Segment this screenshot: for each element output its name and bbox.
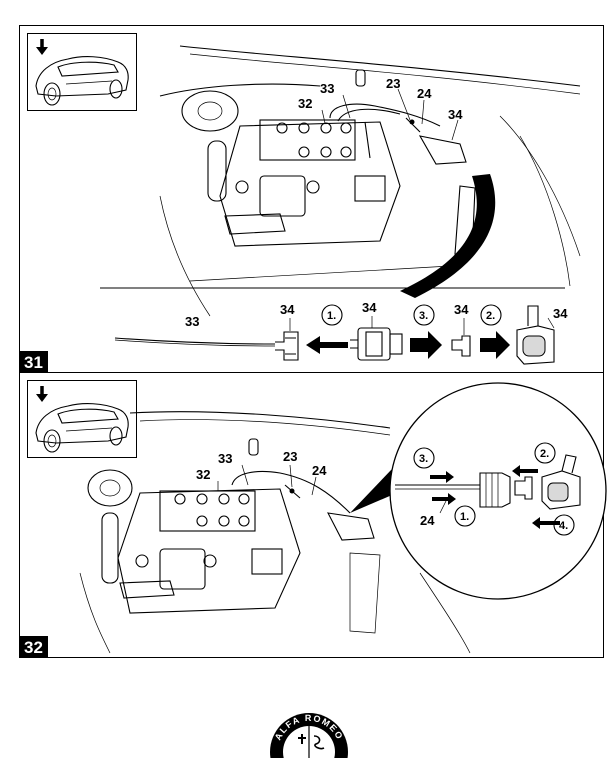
car-rear-view-icon: [35, 386, 129, 453]
zoom-step-marker-1: 1.: [460, 511, 469, 523]
detail-callout-33: 33: [185, 314, 199, 329]
step-number-badge: 32: [19, 636, 48, 658]
callout-32: 32: [298, 96, 312, 111]
callout-23: 23: [386, 76, 400, 91]
callout-33: 33: [218, 451, 232, 466]
step-marker-1: 1.: [327, 310, 336, 322]
detail-callout-34-connector: 34: [362, 300, 377, 315]
step-marker-2: 2.: [486, 310, 495, 322]
callout-24: 24: [417, 86, 432, 101]
figure-32-panel: 33 32 23 24 3. 2. 1. 4. 24 32: [19, 373, 607, 658]
detail-callout-34-wire-end: 34: [280, 302, 295, 317]
zoom-step-marker-2: 2.: [540, 448, 549, 460]
step-marker-3: 3.: [419, 310, 428, 322]
car-rear-view-icon: [35, 39, 129, 106]
callout-34: 34: [448, 107, 463, 122]
alfa-romeo-logo: ALFA ROMEO: [268, 712, 350, 758]
zoom-callout-24: 24: [420, 513, 435, 528]
alfa-romeo-badge-icon: ALFA ROMEO: [270, 713, 348, 758]
engine-bay-illustration-31: 33 32 23 24 34 33 34 34 34 34 1. 3.: [100, 45, 581, 365]
zoom-step-marker-3: 3.: [419, 453, 428, 465]
detail-callout-34-clip: 34: [454, 302, 469, 317]
car-orientation-thumbnail: [27, 380, 137, 458]
callout-23: 23: [283, 449, 297, 464]
callout-33: 33: [320, 81, 334, 96]
callout-32: 32: [196, 467, 210, 482]
step-number-badge: 31: [19, 351, 48, 373]
zoom-step-marker-4: 4.: [559, 520, 568, 532]
car-orientation-thumbnail: [27, 33, 137, 111]
callout-24: 24: [312, 463, 327, 478]
detail-callout-34-housing: 34: [553, 306, 568, 321]
engine-bay-illustration-32: 33 32 23 24 3. 2. 1. 4. 24: [79, 382, 607, 654]
figure-31-panel: 33 32 23 24 34 33 34 34 34 34 1. 3.: [19, 25, 604, 373]
